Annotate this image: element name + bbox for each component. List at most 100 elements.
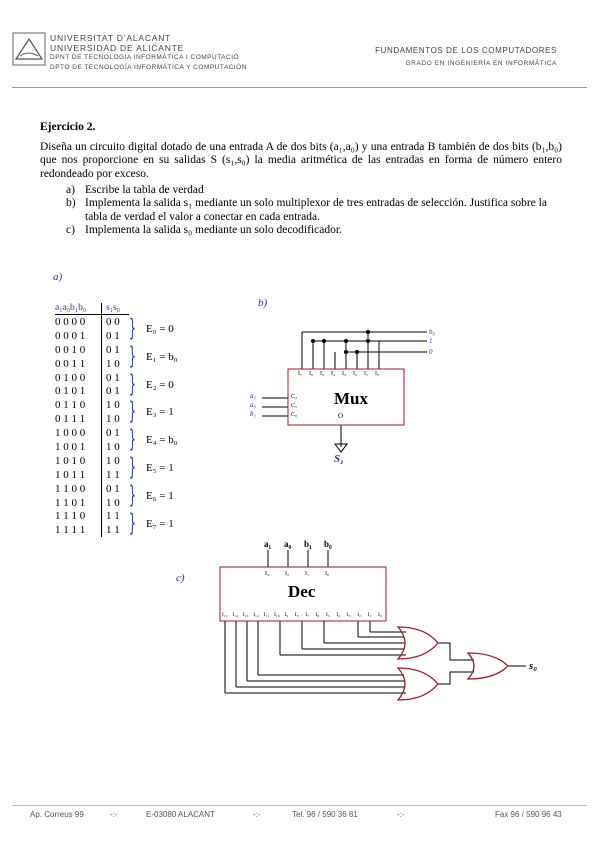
table-row: 1 1 0 1 1 0	[55, 497, 120, 511]
mux-select-signal: a₀	[250, 401, 256, 409]
decoder-output-pin: I₆	[315, 612, 320, 618]
section-label-b: b)	[258, 297, 268, 309]
equation-label: E₁ = b₀	[146, 350, 178, 363]
table-cell-outputs: 1 0	[106, 357, 120, 370]
mux-select-pin: C₀	[291, 412, 298, 418]
list-item: b)Implementa la salida s₁ mediante un so…	[66, 197, 547, 223]
mux-source-label: 0	[429, 348, 433, 356]
brace-icon: }	[129, 397, 136, 426]
table-row: 0 0 0 0 0 0	[55, 316, 120, 330]
equation-label: E₄ = b₀	[146, 434, 178, 447]
table-row: 0 0 0 1 0 1	[55, 330, 120, 344]
brace-icon: }	[129, 480, 136, 509]
table-row: 1 1 0 0 0 1	[55, 483, 120, 497]
brace-icon: }	[129, 314, 136, 342]
table-cell-outputs: 1 0	[106, 454, 120, 467]
table-cell-outputs: 1 1	[106, 510, 120, 523]
decoder-input-label: b₀	[324, 539, 332, 549]
equation-label: E₇ = 1	[146, 517, 174, 530]
decoder-output-pin: I₁₀	[274, 612, 280, 618]
footer-tel: Tel. 96 / 590 36 81	[292, 810, 358, 819]
list-item: a)Escribe la tabla de verdad	[66, 184, 204, 196]
mux-select-pin: C₂	[291, 394, 298, 400]
footer-sep-1: -:-	[110, 810, 118, 819]
section-label-a: a)	[53, 271, 63, 283]
decoder-output-pin: I₁	[367, 612, 372, 618]
decoder-name: Dec	[288, 582, 316, 601]
table-cell-inputs: 0 0 1 0	[55, 343, 86, 356]
table-cell-outputs: 1 1	[106, 524, 120, 537]
header-right: FUNDAMENTOS DE LOS COMPUTADORES GRADO EN…	[375, 44, 557, 70]
exercise-statement: Diseña un circuito digital dotado de una…	[40, 141, 562, 180]
table-cell-outputs: 1 1	[106, 468, 120, 481]
decoder-input-pin: I₂	[285, 571, 290, 577]
mux-input-pin: I₃	[342, 371, 347, 377]
equation-label: E₃ = 1	[146, 406, 174, 419]
table-cell-inputs: 1 1 1 1	[55, 524, 86, 537]
table-cell-outputs: 0 1	[106, 385, 120, 398]
truth-table-divider	[101, 303, 102, 537]
footer-sep-2: -:-	[253, 810, 261, 819]
university-name-es: UNIVERSIDAD DE ALICANTE	[50, 43, 185, 53]
truth-table-header-in: a₁a₀b₁b₀	[55, 303, 87, 313]
decoder-output-pin: I₂	[357, 612, 361, 618]
mux-name: Mux	[334, 389, 368, 408]
table-cell-outputs: 0 0	[106, 316, 120, 328]
decoder-input-pin: I₀	[325, 571, 330, 577]
equation-label: E₆ = 1	[146, 489, 174, 502]
exercise-items: a)Escribe la tabla de verdad b)Implement…	[66, 184, 566, 237]
table-cell-outputs: 1 0	[106, 413, 120, 426]
footer-sep-3: -:-	[397, 810, 405, 819]
footer-address: Ap. Correus 99	[30, 810, 84, 819]
mux-input-pin: I₀	[375, 371, 380, 377]
mux-output-pin: O	[338, 412, 344, 420]
decoder-output-pin: I₄	[336, 612, 341, 618]
table-row: 1 0 1 1 1 1	[55, 469, 120, 483]
mux-input-pin: I₅	[320, 371, 325, 377]
mux-output-label: S₁	[334, 453, 344, 465]
table-row: 1 1 1 1 1 1	[55, 524, 120, 538]
table-cell-outputs: 0 1	[106, 329, 120, 342]
brace-icon: }	[129, 369, 136, 398]
footer-city: E-03080 ALACANT	[146, 810, 215, 819]
decoder-output-pin: I₇	[305, 612, 309, 618]
decoder-output-pin: I₁₃	[242, 612, 249, 618]
mux-input-pin: I₁	[364, 371, 369, 377]
subject-name: FUNDAMENTOS DE LOS COMPUTADORES	[375, 46, 557, 55]
table-cell-inputs: 1 0 1 1	[55, 468, 86, 481]
table-cell-inputs: 0 1 0 0	[55, 371, 86, 384]
decoder-output-pin: I₁₄	[232, 612, 239, 618]
table-cell-inputs: 1 1 0 1	[55, 496, 86, 509]
decoder-output-label: s₀	[529, 660, 538, 672]
footer-fax: Fax 96 / 590 96 43	[495, 810, 562, 819]
mux-source-label: 1	[429, 337, 433, 345]
table-cell-inputs: 0 0 0 0	[55, 316, 86, 328]
decoder-output-pin: I₈	[294, 612, 299, 618]
table-cell-outputs: 1 0	[106, 496, 120, 509]
mux-input-pin: I₂	[353, 371, 358, 377]
decoder-output-pin: I₉	[284, 612, 289, 618]
header-left: UNIVERSITAT D’ALACANT UNIVERSIDAD DE ALI…	[50, 33, 247, 73]
table-cell-inputs: 0 0 0 1	[55, 329, 86, 342]
footer-rule	[12, 805, 587, 806]
decoder-output-pin: I₁₅	[222, 612, 228, 618]
decoder-input-label: a₀	[284, 539, 292, 549]
table-cell-inputs: 1 0 0 0	[55, 427, 86, 440]
table-cell-outputs: 1 0	[106, 399, 120, 412]
decoder-output-pin: I₁₁	[263, 612, 270, 618]
list-item: c)Implementa la salida s₀ mediante un so…	[66, 223, 342, 236]
table-cell-outputs: 0 1	[106, 482, 120, 495]
table-cell-inputs: 1 1 0 0	[55, 482, 86, 495]
table-cell-inputs: 1 1 1 0	[55, 510, 86, 523]
brace-icon: }	[129, 508, 136, 537]
decoder-input-label: b₁	[304, 539, 312, 549]
